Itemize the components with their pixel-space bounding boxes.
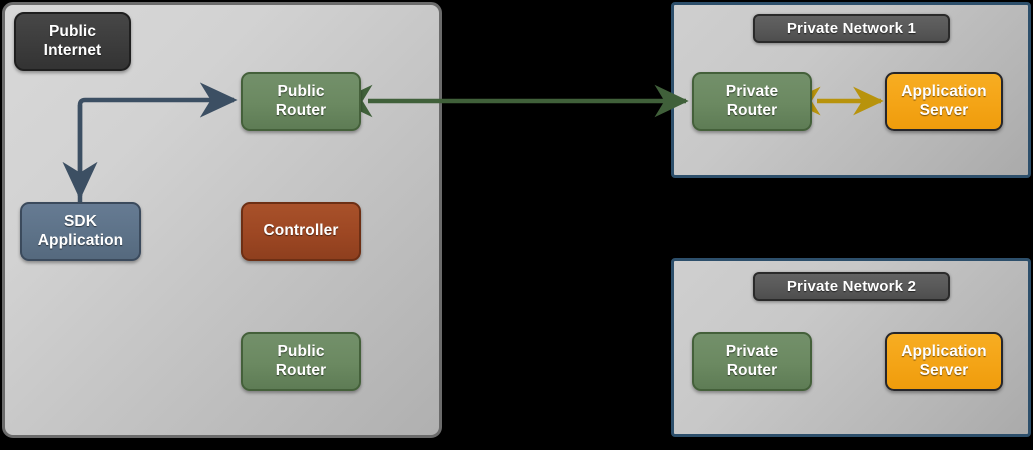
public-router-bottom-line-2: Router (275, 361, 327, 379)
public-router-top-line-1: Public (277, 83, 325, 101)
application-server-2-line-1: Application (901, 343, 987, 361)
private-network-2-title: Private Network 2 (753, 272, 950, 301)
private-router-1-line-1: Private (725, 83, 779, 101)
application-server-1-line-2: Server (919, 101, 969, 119)
public-router-bottom-line-1: Public (277, 343, 325, 361)
public-router-top-node[interactable]: Public Router (241, 72, 361, 131)
controller-label: Controller (263, 222, 339, 240)
public-internet-line-2: Internet (43, 41, 102, 59)
private-router-2-line-1: Private (725, 343, 779, 361)
public-router-top-line-2: Router (275, 101, 327, 119)
public-internet-label: Public Internet (14, 12, 131, 71)
sdk-application-node[interactable]: SDK Application (20, 202, 141, 261)
application-server-1-node[interactable]: Application Server (885, 72, 1003, 131)
public-internet-line-1: Public (48, 23, 97, 41)
public-router-bottom-node[interactable]: Public Router (241, 332, 361, 391)
sdk-application-line-1: SDK (63, 213, 98, 231)
private-router-2-line-2: Router (726, 361, 778, 379)
private-network-1-title: Private Network 1 (753, 14, 950, 43)
application-server-2-node[interactable]: Application Server (885, 332, 1003, 391)
private-network-1-title-text: Private Network 1 (786, 20, 917, 37)
private-router-1-node[interactable]: Private Router (692, 72, 812, 131)
controller-node[interactable]: Controller (241, 202, 361, 261)
application-server-1-line-1: Application (901, 83, 987, 101)
sdk-application-line-2: Application (37, 231, 124, 249)
application-server-2-line-2: Server (919, 361, 969, 379)
private-router-2-node[interactable]: Private Router (692, 332, 812, 391)
private-router-1-line-2: Router (726, 101, 778, 119)
private-network-2-title-text: Private Network 2 (786, 278, 917, 295)
